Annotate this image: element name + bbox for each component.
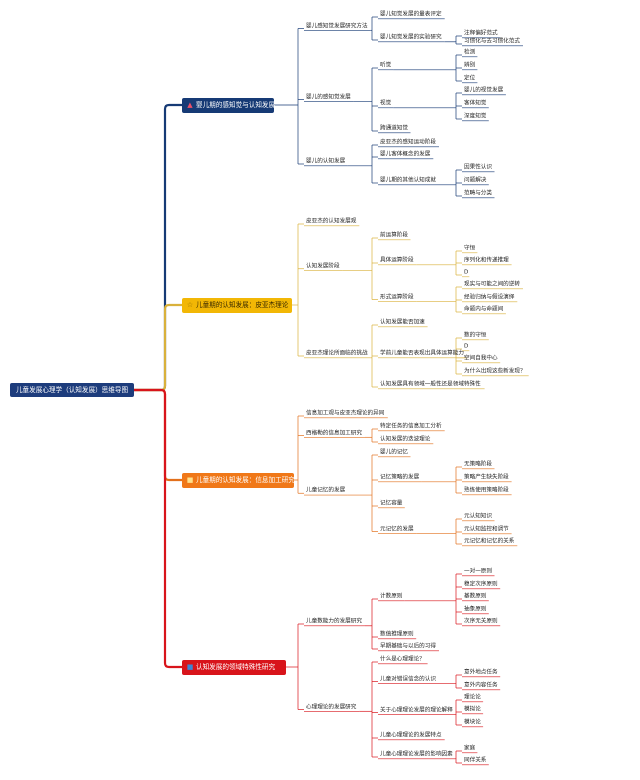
branch-label: 儿童期的认知发展：皮亚杰理论 [196, 300, 289, 309]
topic-node[interactable]: 记忆策略的发展 [380, 474, 420, 481]
topic-node[interactable]: 序列化和传递推理 [464, 257, 509, 264]
topic-node[interactable]: 婴儿知觉发展的实验研究 [380, 34, 442, 41]
topic-node[interactable]: 守恒 [464, 245, 476, 252]
topic-node[interactable]: 特定任务的信息加工分析 [380, 423, 442, 430]
topic-node[interactable]: 元认知知识 [464, 513, 492, 520]
topic-node[interactable]: 范畴与分类 [464, 190, 492, 197]
topic-node[interactable]: 稳定次序原则 [464, 581, 498, 588]
topic-node[interactable]: 次序无关原则 [464, 618, 498, 625]
topic-node[interactable]: 客体知觉 [464, 100, 487, 107]
topic-node[interactable]: 认知发展的迭波理论 [380, 436, 431, 443]
topic-node[interactable]: 意外内容任务 [464, 682, 498, 689]
topic-node[interactable]: 学前儿童能否表现出具体运算能力 [380, 350, 464, 357]
branch-label: 儿童期的认知发展：信息加工研究 [196, 475, 295, 484]
connector-line [134, 303, 182, 392]
topic-node[interactable]: 意外地点任务 [464, 669, 498, 676]
topic-node[interactable]: 皮亚杰的认知发展观 [306, 218, 357, 225]
topic-node[interactable]: 空间自我中心 [464, 355, 498, 362]
topic-node[interactable]: 西格勒的信息加工研究 [306, 429, 362, 436]
topic-node[interactable]: 为什么出现这些新发现？ [464, 368, 526, 375]
connector-line [134, 388, 182, 669]
topic-node[interactable]: 习惯化与去习惯化范式 [464, 38, 520, 45]
topic-node[interactable]: 跨通道知觉 [380, 125, 408, 132]
topic-node[interactable]: 认知发展具有领域一般性还是领域特殊性 [380, 381, 481, 388]
topic-node[interactable]: 心理理论的发展研究 [306, 703, 357, 710]
root-topic[interactable]: 儿童发展心理学（认知发展）思维导图 [10, 383, 134, 397]
star-icon: ☆ [186, 300, 194, 309]
topic-node[interactable]: 问题解决 [464, 177, 487, 184]
topic-node[interactable]: 策略产生缺失阶段 [464, 474, 509, 481]
topic-node[interactable]: 模拟论 [464, 706, 481, 713]
branch-topic-3[interactable]: ■儿童期的认知发展：信息加工研究 [182, 472, 295, 488]
topic-node[interactable]: 记忆容量 [380, 500, 403, 507]
topic-node[interactable]: 儿童记忆的发展 [306, 487, 346, 494]
branch-topic-1[interactable]: ▲婴儿期的感知觉与认知发展 [182, 97, 276, 113]
blue-square-icon: ■ [186, 662, 194, 671]
topic-node[interactable]: 一对一原则 [464, 568, 492, 575]
topic-node[interactable]: 什么是心理理论？ [380, 656, 425, 663]
topic-node[interactable]: 理论论 [464, 694, 481, 701]
topic-node[interactable]: 婴儿的认知发展 [306, 158, 346, 165]
topic-node[interactable]: 前运算阶段 [380, 232, 408, 239]
topic-node[interactable]: 形式运算阶段 [380, 293, 414, 300]
branch-label: 婴儿期的感知觉与认知发展 [196, 100, 276, 109]
topic-node[interactable]: 皮亚杰的感知运动阶段 [380, 139, 436, 146]
topic-node[interactable]: 元记忆的发展 [380, 525, 414, 532]
topic-node[interactable]: 因果性认识 [464, 164, 492, 171]
topic-node[interactable]: 辨别 [464, 62, 476, 69]
topic-node[interactable]: 熟练使用策略阶段 [464, 487, 509, 494]
topic-node[interactable]: 模块论 [464, 719, 481, 726]
topic-node[interactable]: 无策略阶段 [464, 461, 492, 468]
topic-node[interactable]: 婴儿客体概念的发展 [380, 151, 431, 158]
topic-node[interactable]: 婴儿期的其他认知成就 [380, 177, 436, 184]
topic-node[interactable]: 早期基础与以后的习得 [380, 643, 436, 650]
topic-node[interactable]: 定位 [464, 75, 476, 82]
connector-line [134, 388, 182, 482]
topic-node[interactable]: 数值推理原则 [380, 631, 414, 638]
branch-topic-4[interactable]: ■认知发展的领域特殊性研究 [182, 659, 286, 675]
topic-node[interactable]: 婴儿感知觉发展研究方法 [306, 22, 368, 29]
topic-node[interactable]: 视觉 [380, 100, 392, 107]
topic-node[interactable]: 儿童心理理论的发展特点 [380, 732, 442, 739]
topic-node[interactable]: 经验归纳与假设演绎 [464, 294, 515, 301]
topic-node[interactable]: 皮亚杰理论所面临的挑战 [306, 350, 368, 357]
topic-node[interactable]: 信息加工观与皮亚杰理论的异同 [306, 410, 385, 417]
topic-node[interactable]: 元认知监控和调节 [464, 526, 509, 533]
topic-node[interactable]: 听觉 [380, 62, 392, 69]
topic-node[interactable]: 数的守恒 [464, 332, 487, 339]
topic-node[interactable]: 婴儿的记忆 [380, 449, 408, 456]
topic-node[interactable]: 关于心理理论发展的理论解释 [380, 706, 453, 713]
topic-node[interactable]: 儿童心理理论发展的影响因素 [380, 751, 453, 758]
topic-node[interactable]: 认知发展能否加速 [380, 319, 425, 326]
connector-line [134, 103, 182, 392]
branch-label: 认知发展的领域特殊性研究 [196, 662, 276, 671]
topic-node[interactable]: 现实与可能之间的逆转 [464, 281, 520, 288]
topic-node[interactable]: 儿童数能力的发展研究 [306, 618, 362, 625]
topic-node[interactable]: 认知发展阶段 [306, 263, 340, 270]
topic-node[interactable]: 婴儿知觉发展的量表评定 [380, 11, 442, 18]
cake-icon: ■ [186, 475, 194, 484]
mountain-icon: ▲ [187, 100, 193, 109]
topic-node[interactable]: 基数原则 [464, 593, 487, 600]
topic-node[interactable]: D [464, 269, 469, 276]
topic-node[interactable]: D [464, 343, 469, 350]
topic-node[interactable]: 儿童对错误信念的认识 [380, 675, 436, 682]
branch-topic-2[interactable]: ☆儿童期的认知发展：皮亚杰理论 [182, 297, 292, 313]
topic-node[interactable]: 深度知觉 [464, 113, 487, 120]
topic-node[interactable]: 元记忆和记忆的关系 [464, 538, 515, 545]
topic-node[interactable]: 具体运算阶段 [380, 257, 414, 264]
topic-node[interactable]: 检测 [464, 49, 476, 56]
topic-node[interactable]: 家庭 [464, 745, 476, 752]
topic-node[interactable]: 注释偏好范式 [464, 30, 498, 37]
topic-node[interactable]: 计数原则 [380, 593, 403, 600]
topic-node[interactable]: 婴儿的感知觉发展 [306, 93, 351, 100]
topic-node[interactable]: 婴儿的视觉发展 [464, 87, 504, 94]
topic-node[interactable]: 同伴关系 [464, 757, 487, 764]
topic-node[interactable]: 抽象原则 [464, 606, 487, 613]
topic-node[interactable]: 命题内与命题间 [464, 306, 504, 313]
